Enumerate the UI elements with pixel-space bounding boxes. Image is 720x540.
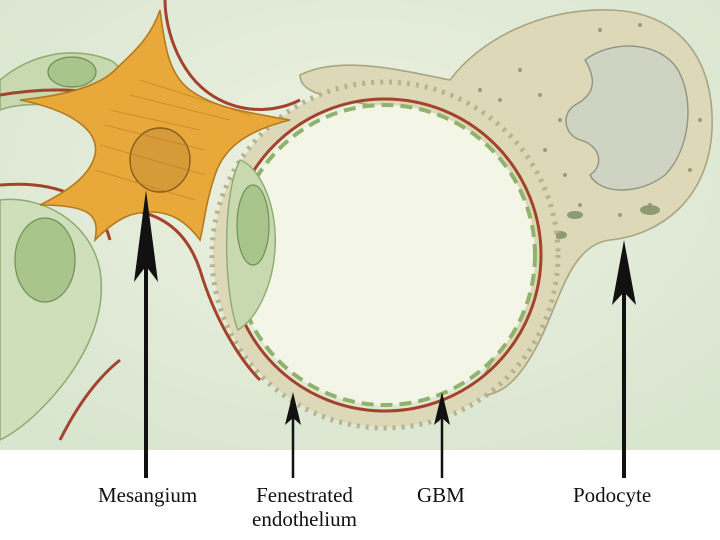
label-fenestrated-line2: endothelium (252, 507, 357, 531)
label-arrows (134, 190, 636, 478)
gbm-arrow-head (434, 392, 450, 425)
nucleus-lower-left (14, 217, 76, 303)
label-gbm: GBM (417, 483, 465, 507)
podocyte-foot-process-ring (213, 83, 557, 427)
label-podocyte: Podocyte (573, 483, 652, 507)
mesangium-arrow-head (134, 190, 158, 282)
podocyte-arrow-head (612, 240, 636, 305)
endothelial-nucleus (236, 184, 270, 266)
mesangial-cell (19, 9, 291, 243)
label-band (0, 450, 720, 540)
nucleus-upper-left (47, 56, 97, 88)
fenestrated-endothelium (233, 103, 537, 407)
label-fenestrated-line1: Fenestrated (256, 483, 353, 507)
foot-process-teeth (209, 79, 561, 431)
fenestrated-arrow-head (285, 392, 301, 425)
capillary-lumen (235, 105, 535, 405)
label-mesangium: Mesangium (98, 483, 198, 507)
mesangial-nucleus (129, 127, 191, 193)
podocyte-nucleus (565, 45, 689, 191)
mesangial-matrix-lines (94, 79, 251, 201)
label-fenestrated-endothelium: Fenestrated endothelium (252, 483, 357, 531)
